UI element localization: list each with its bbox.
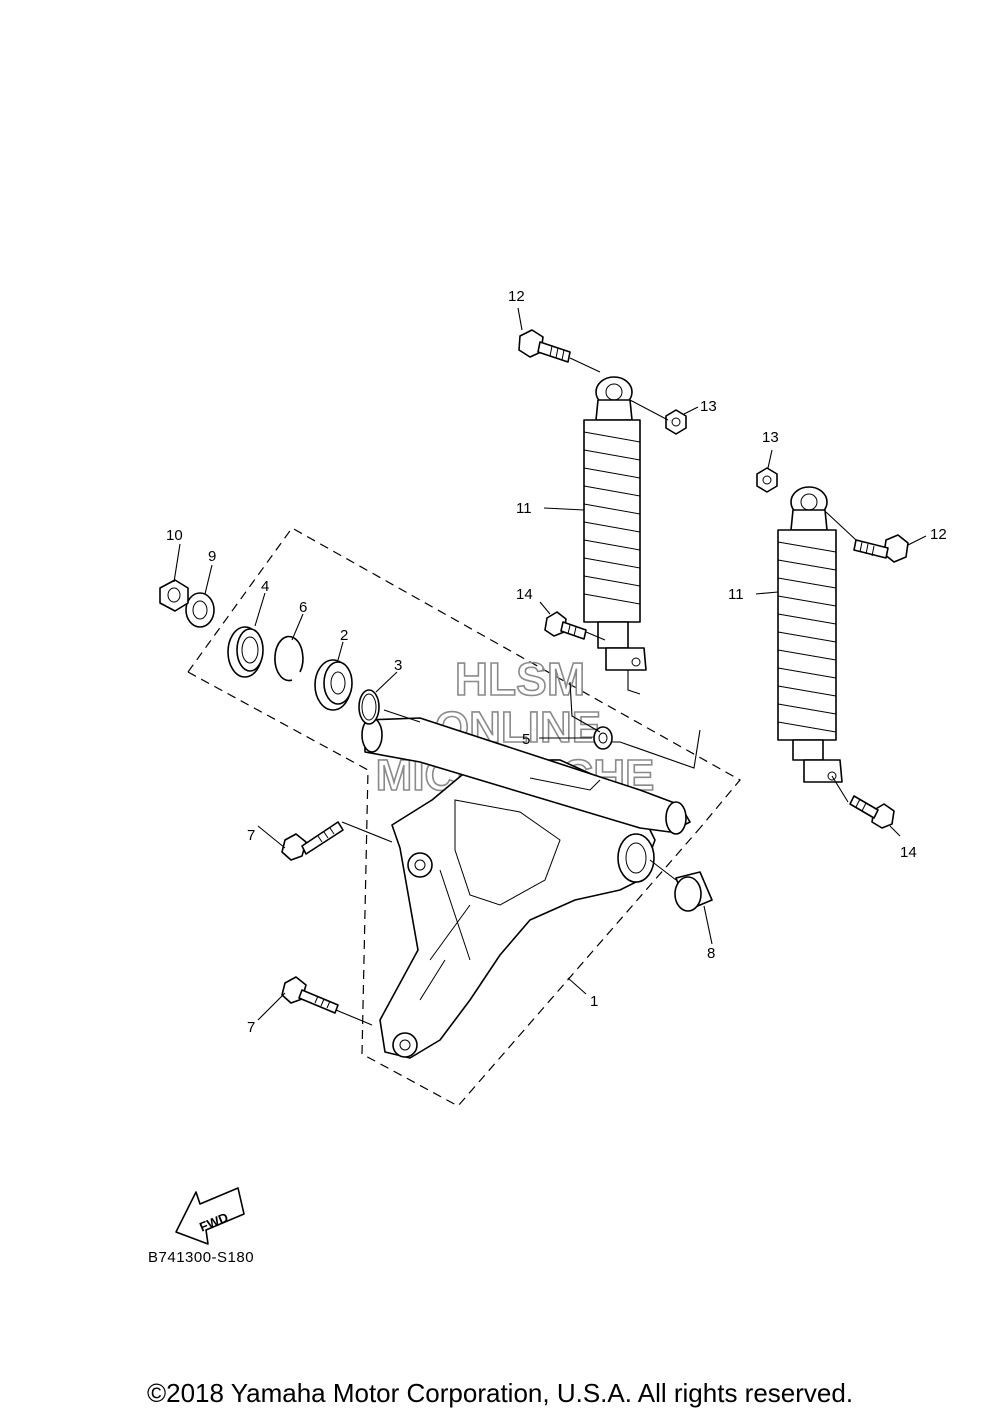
callout-9: 9 <box>208 548 216 565</box>
bearing-part-2 <box>314 659 353 711</box>
callout-2: 2 <box>340 627 348 644</box>
callout-labels: 1 2 3 4 5 6 7 7 8 9 10 11 11 12 12 13 13… <box>166 288 947 1036</box>
bolt-part-12-right <box>853 534 909 563</box>
callout-13-upper: 13 <box>700 398 717 415</box>
watermark-line1: HLSM <box>455 653 585 705</box>
callout-14-left: 14 <box>516 586 533 603</box>
diagram-code: B741300-S180 <box>148 1249 254 1266</box>
bolt-part-7-upper <box>281 821 344 861</box>
bolt-part-12-upper <box>518 329 571 363</box>
oil-seal-part-4 <box>227 626 264 678</box>
callout-11-left: 11 <box>516 500 532 517</box>
callout-12-upper: 12 <box>508 288 525 305</box>
washer-part-9 <box>185 592 215 628</box>
shock-absorber-part-11-left <box>583 376 647 671</box>
circlip-part-3 <box>358 689 380 725</box>
nut-part-10 <box>159 579 189 612</box>
callout-11-right: 11 <box>728 586 744 603</box>
bolt-part-14-left <box>544 611 587 640</box>
fwd-arrow-icon: FWD <box>175 1187 245 1245</box>
leader-lines <box>173 307 927 1026</box>
callout-14-right: 14 <box>900 844 917 861</box>
callout-4: 4 <box>261 578 269 595</box>
callout-8: 8 <box>707 945 715 962</box>
assembly-boundary <box>187 527 741 1107</box>
copyright-notice: ©2018 Yamaha Motor Corporation, U.S.A. A… <box>146 1378 854 1408</box>
callout-3: 3 <box>394 657 402 674</box>
nut-part-13-upper <box>665 409 687 435</box>
callout-6: 6 <box>299 599 307 616</box>
callout-1: 1 <box>590 993 598 1010</box>
bolt-part-14-right <box>849 795 895 829</box>
rear-arm-part-1 <box>361 717 691 1059</box>
nut-part-13-left <box>756 467 778 493</box>
callout-7-lower: 7 <box>247 1019 255 1036</box>
shock-absorber-part-11-right <box>777 486 843 783</box>
callout-10: 10 <box>166 527 183 544</box>
bolt-part-7-lower <box>281 976 339 1014</box>
callout-12-right: 12 <box>930 526 947 543</box>
bushing-part-8 <box>674 871 713 912</box>
collar-part-5 <box>593 726 613 750</box>
circlip-part-6 <box>274 635 304 682</box>
callout-7-upper: 7 <box>247 827 255 844</box>
callout-13-left: 13 <box>762 429 779 446</box>
callout-5: 5 <box>522 731 530 748</box>
